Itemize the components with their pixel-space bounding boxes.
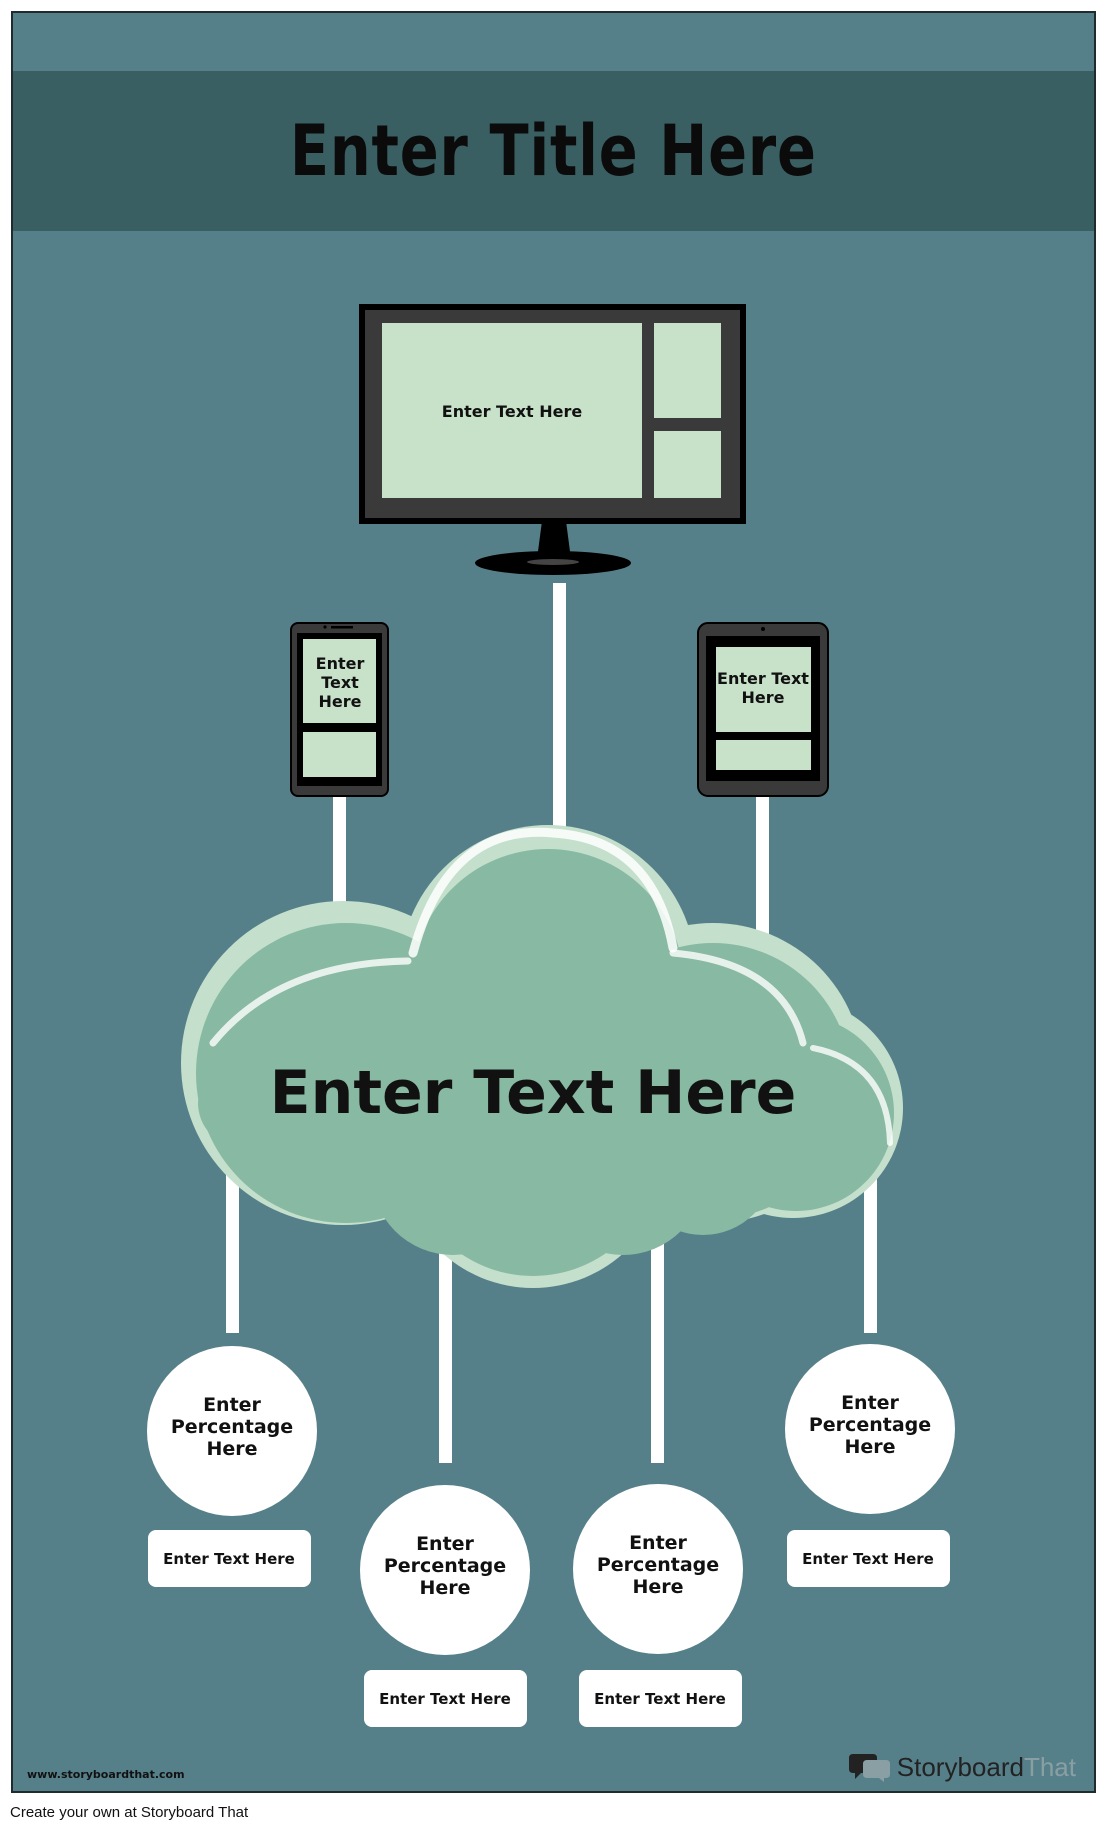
percentage-line3: Here — [844, 1436, 895, 1458]
stat-3-connector — [651, 1213, 664, 1463]
tablet-label-line1: Enter Text — [717, 669, 809, 688]
title-banner: Enter Title Here — [13, 71, 1094, 231]
percentage-line3: Here — [206, 1438, 257, 1460]
monitor-icon: Enter Text Here — [359, 304, 746, 575]
phone-screen-top — [303, 639, 376, 723]
monitor-side-pane-top — [654, 323, 721, 418]
percentage-line1: Enter — [629, 1532, 687, 1554]
stat-2-connector — [439, 1213, 452, 1463]
percentage-circle — [147, 1346, 317, 1516]
monitor-connector — [553, 583, 566, 833]
stat-1: Enter Percentage Here Enter Text Here — [147, 1346, 317, 1587]
monitor-main-pane — [382, 323, 642, 498]
percentage-line3: Here — [419, 1577, 470, 1599]
tablet-connector — [756, 793, 769, 943]
percentage-circle — [360, 1485, 530, 1655]
stat-label-box — [787, 1530, 950, 1587]
stat-label: Enter Text Here — [163, 1550, 295, 1568]
stat-label-box — [364, 1670, 527, 1727]
infographic-poster: Enter Title Here Enter Text Here — [11, 11, 1096, 1793]
stat-label: Enter Text Here — [802, 1550, 934, 1568]
brand-name-dark: Storyboard — [896, 1751, 1024, 1782]
stat-label: Enter Text Here — [594, 1690, 726, 1708]
percentage-line2: Percentage — [384, 1555, 506, 1577]
phone-label-line2: Text — [321, 673, 359, 692]
stat-3: Enter Percentage Here Enter Text Here — [573, 1484, 743, 1727]
tablet-screen-bottom — [716, 740, 811, 770]
stat-label: Enter Text Here — [379, 1690, 511, 1708]
percentage-line2: Percentage — [809, 1414, 931, 1436]
cloud-label: Enter Text Here — [270, 1058, 797, 1128]
percentage-line1: Enter — [416, 1533, 474, 1555]
percentage-line2: Percentage — [597, 1554, 719, 1576]
speech-bubbles-icon — [848, 1754, 890, 1782]
caption-link[interactable]: Create your own at Storyboard That — [10, 1804, 249, 1821]
stat-4-connector — [864, 1163, 877, 1333]
monitor-neck — [537, 521, 571, 559]
page-title: Enter Title Here — [290, 110, 817, 192]
phone-screen-bottom — [303, 732, 376, 777]
monitor-side-pane-bottom — [654, 431, 721, 498]
stat-label-box — [148, 1530, 311, 1587]
tablet-icon: Enter Text Here — [697, 622, 829, 797]
percentage-line1: Enter — [203, 1394, 261, 1416]
storyboardthat-logo[interactable]: StoryboardThat — [848, 1751, 1076, 1783]
tablet-screen-top — [716, 647, 811, 732]
phone-icon: Enter Text Here — [290, 622, 389, 797]
stat-label-box — [579, 1670, 742, 1727]
percentage-circle — [785, 1344, 955, 1514]
percentage-circle — [573, 1484, 743, 1654]
monitor-label: Enter Text Here — [442, 402, 583, 421]
cloud-body — [196, 849, 894, 1276]
connector-lines — [226, 583, 877, 1463]
stat-1-connector — [226, 1163, 239, 1333]
cloud-network-diagram: Enter Text Here Enter Text Here Enter Te… — [147, 304, 955, 1727]
stat-4: Enter Percentage Here Enter Text Here — [785, 1344, 955, 1587]
percentage-line2: Percentage — [171, 1416, 293, 1438]
footer-url[interactable]: www.storyboardthat.com — [27, 1768, 185, 1781]
tablet-label-line2: Here — [742, 688, 785, 707]
cloud-shape: Enter Text Here — [181, 825, 903, 1288]
brand-name-light: That — [1023, 1751, 1076, 1782]
phone-label-line1: Enter — [316, 654, 365, 673]
stat-2: Enter Percentage Here Enter Text Here — [360, 1485, 530, 1727]
percentage-line3: Here — [632, 1576, 683, 1598]
phone-label-line3: Here — [319, 692, 362, 711]
percentage-line1: Enter — [841, 1392, 899, 1414]
